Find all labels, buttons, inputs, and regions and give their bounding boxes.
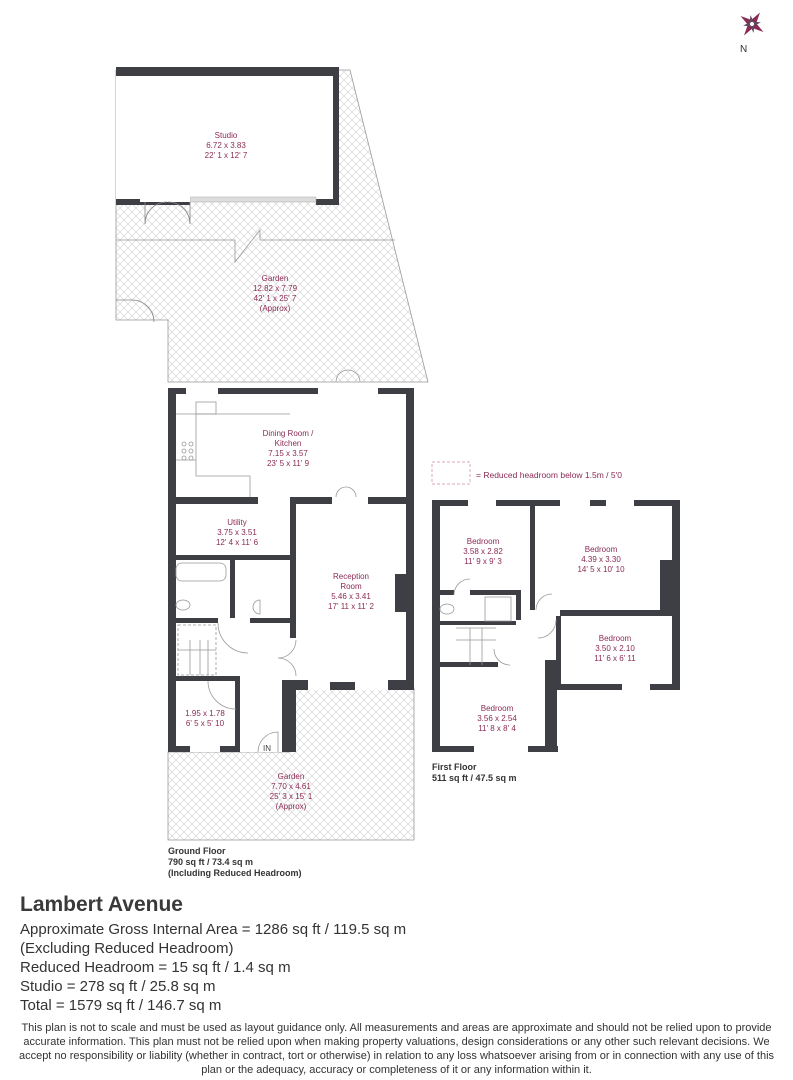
disclaimer: This plan is not to scale and must be us…: [18, 1022, 775, 1076]
area-line: (Excluding Reduced Headroom): [20, 940, 234, 957]
first-floor-walls: [432, 500, 680, 752]
area-line: Reduced Headroom = 15 sq ft / 1.4 sq m: [20, 959, 291, 976]
area-line: Approximate Gross Internal Area = 1286 s…: [20, 921, 407, 938]
reduced-headroom-legend: = Reduced headroom below 1.5m / 5'0: [476, 470, 622, 480]
entrance-label: IN: [263, 744, 271, 753]
studio-door: [144, 201, 191, 225]
garden-divider: [116, 228, 395, 264]
ground-floor-walls: [168, 388, 414, 752]
studio-room: [116, 70, 336, 202]
area-line: Studio = 278 sq ft / 25.8 sq m: [20, 978, 216, 995]
area-line: Total = 1579 sq ft / 146.7 sq m: [20, 997, 222, 1014]
legend-swatch: [431, 461, 471, 485]
property-title: Lambert Avenue: [20, 893, 183, 916]
compass-north-label: N: [740, 44, 748, 55]
compass-rose-icon: [740, 12, 764, 36]
